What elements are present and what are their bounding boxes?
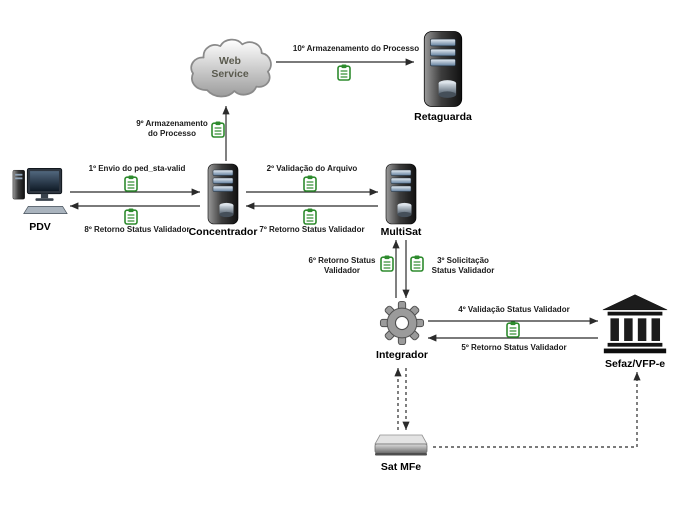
document-icon [124,175,138,192]
edge-label-6: 6º Retorno Status Validador [308,256,376,276]
gear-icon [379,300,425,346]
document-icon [124,208,138,225]
node-label-retaguarda: Retaguarda [414,111,472,123]
edge-label-10: 10º Armazenamento do Processo [292,44,420,53]
government-building-icon [601,293,669,355]
edge-label-7: 7º Retorno Status Validador [259,225,365,234]
node-integrador [379,300,425,351]
node-label-multisat: MultiSat [380,226,422,238]
server-icon [203,163,243,225]
node-concentrador [203,163,243,230]
node-label-web-service: Web Service [211,55,249,80]
node-sat-mfe [372,432,430,463]
document-icon [211,121,225,138]
node-pdv [12,166,68,221]
node-sefaz [601,293,669,360]
edge-label-8: 8º Retorno Status Validador [84,225,190,234]
node-multisat [381,163,421,230]
edge-label-2: 2º Validação do Arquivo [266,164,358,173]
arrow-satmfe-sefaz [433,372,641,448]
node-label-concentrador: Concentrador [188,226,258,238]
document-icon [410,255,424,272]
edge-label-9: 9º Armazenamento do Processo [136,119,208,139]
node-retaguarda [418,30,468,113]
node-web-service: Web Service [186,36,274,102]
server-icon [381,163,421,225]
edge-label-3: 3º Solicitação Status Validador [431,256,495,276]
document-icon [303,208,317,225]
document-icon [506,321,520,338]
edge-label-1: 1º Envio do ped_sta-valid [88,164,186,173]
node-label-sat-mfe: Sat MFe [380,461,422,473]
server-icon [418,30,468,108]
document-icon [303,175,317,192]
node-label-integrador: Integrador [376,349,428,361]
sat-device-icon [372,432,430,458]
edge-label-5: 5º Retorno Status Validador [461,343,567,352]
node-label-pdv: PDV [29,221,51,233]
edge-label-4: 4º Validação Status Validador [458,305,570,314]
desktop-computer-icon [12,166,68,216]
document-icon [337,64,351,81]
node-label-sefaz: Sefaz/VFP-e [604,358,666,370]
document-icon [380,255,394,272]
